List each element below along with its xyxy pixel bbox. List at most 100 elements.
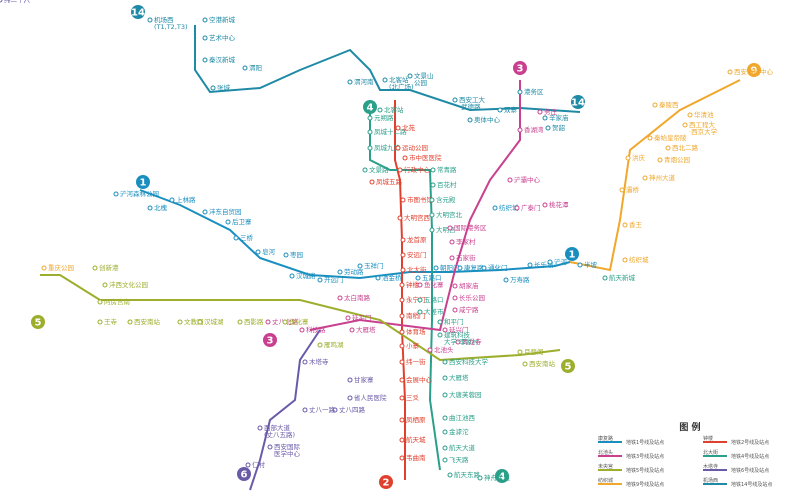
- svg-text:2: 2: [383, 478, 390, 489]
- station-label: 西安国际: [274, 442, 301, 451]
- station-dot: [442, 327, 448, 333]
- station-dot: [41, 265, 47, 271]
- station-label: 青烟公园: [664, 155, 690, 164]
- station-dot: [375, 275, 381, 281]
- legend-station: 未央宫: [598, 463, 613, 470]
- station-label: 香湖湾: [524, 125, 544, 134]
- station-label: 曲江池西: [449, 413, 476, 422]
- station-dot: [687, 112, 693, 118]
- svg-text:5: 5: [35, 318, 42, 329]
- legend-station: 北大街: [703, 449, 718, 456]
- station-dot: [382, 77, 388, 83]
- station-label: 航天大道: [449, 443, 476, 452]
- svg-text:4: 4: [499, 472, 506, 483]
- station-label: 汉城湖: [204, 317, 224, 326]
- station-dot: [337, 295, 343, 301]
- station-label: 广泰门: [521, 203, 541, 212]
- station-label: 港务区: [524, 87, 544, 96]
- station-dot: [415, 275, 421, 281]
- station-dot: [399, 437, 405, 443]
- station-dot: [289, 273, 295, 279]
- station-dot: [417, 282, 423, 288]
- station-label: 文景山: [414, 71, 434, 80]
- legend-desc: 地铁2号线及站点: [731, 439, 769, 446]
- station-dot: [400, 237, 406, 243]
- station-dot: [527, 262, 533, 268]
- station-label: 文教园: [184, 317, 204, 326]
- station-label: 龙首原: [407, 235, 427, 244]
- station-dot: [399, 282, 405, 288]
- station-dot: [397, 167, 403, 173]
- station-label: 建筑科技: [444, 330, 471, 339]
- station-label: 万寿路: [510, 275, 530, 284]
- station-dot: [449, 255, 455, 261]
- station-label: 凤城九路: [374, 143, 401, 152]
- line-badge-6: 6: [237, 467, 251, 481]
- legend-station: 钟楼: [703, 435, 713, 442]
- line-5: [40, 274, 561, 362]
- line-badge-4: 4: [495, 469, 509, 483]
- station-dot: [400, 267, 406, 273]
- svg-text:14: 14: [571, 98, 585, 109]
- station-dot: [225, 219, 231, 225]
- station-label: 上林路: [176, 195, 196, 204]
- station-dot: [619, 187, 625, 193]
- station-label: 后卫寨: [232, 217, 252, 226]
- station-dot: [400, 252, 406, 258]
- line-badge-14: 14: [571, 95, 585, 109]
- station-label: 秦汉新城: [209, 55, 236, 64]
- station-label: 文景路: [369, 165, 389, 174]
- svg-text:3: 3: [267, 336, 274, 347]
- station-dot: [367, 129, 373, 135]
- station-label: 朝阳门: [440, 263, 460, 272]
- station-label: 康复路: [464, 263, 484, 272]
- station-dot: [682, 122, 688, 128]
- station-dot: [92, 265, 98, 271]
- station-dot: [395, 145, 401, 151]
- station-label: 丈八一路: [309, 405, 336, 414]
- station-dot: [429, 197, 435, 203]
- station-dot: [657, 157, 663, 163]
- station-label: 公园: [414, 79, 427, 87]
- station-label: 国际港务区: [454, 223, 487, 232]
- station-label: 香王: [629, 220, 643, 229]
- station-label: 和平门: [444, 317, 464, 326]
- station-dot: [652, 102, 658, 108]
- station-dot: [347, 79, 353, 85]
- station-dot: [399, 377, 405, 383]
- station-label: 医学中心: [274, 449, 301, 458]
- station-label: 飞天路: [449, 455, 469, 464]
- station-dot: [399, 313, 405, 319]
- station-label: 仁村: [252, 460, 266, 469]
- station-label: 纺织城: [629, 255, 649, 264]
- line-6: [249, 329, 321, 491]
- station-label: 鱼化寨: [424, 280, 444, 289]
- svg-text:3: 3: [517, 64, 524, 75]
- station-dot: [210, 85, 216, 91]
- station-dot: [452, 307, 458, 313]
- svg-text:5: 5: [565, 362, 572, 373]
- station-label: 创新港: [99, 263, 119, 272]
- station-dot: [369, 179, 375, 185]
- station-label: 王寺: [104, 318, 118, 326]
- station-dot: [197, 319, 203, 325]
- legend-desc: 地铁3号线及站点: [626, 453, 664, 460]
- station-label: 凤栖原: [406, 415, 426, 424]
- station-dot: [399, 395, 405, 401]
- station-label: 凤城五路: [376, 177, 403, 186]
- station-label: 市中医医院: [409, 153, 442, 162]
- station-label: ·西京大学: [689, 127, 718, 136]
- line-badge-1: 1: [136, 175, 150, 189]
- station-label: 北客站: [389, 75, 409, 84]
- station-label: 大明宫北: [436, 210, 463, 219]
- station-dot: [477, 475, 483, 481]
- station-dot: [449, 239, 455, 245]
- station-dot: [437, 332, 443, 338]
- station-dot: [442, 392, 448, 398]
- station-dot: [429, 212, 435, 218]
- station-label: 科技路: [306, 325, 326, 334]
- station-label: 五路口: [422, 273, 442, 282]
- station-dot: [402, 155, 408, 161]
- station-label: 浐灞中心: [514, 175, 541, 184]
